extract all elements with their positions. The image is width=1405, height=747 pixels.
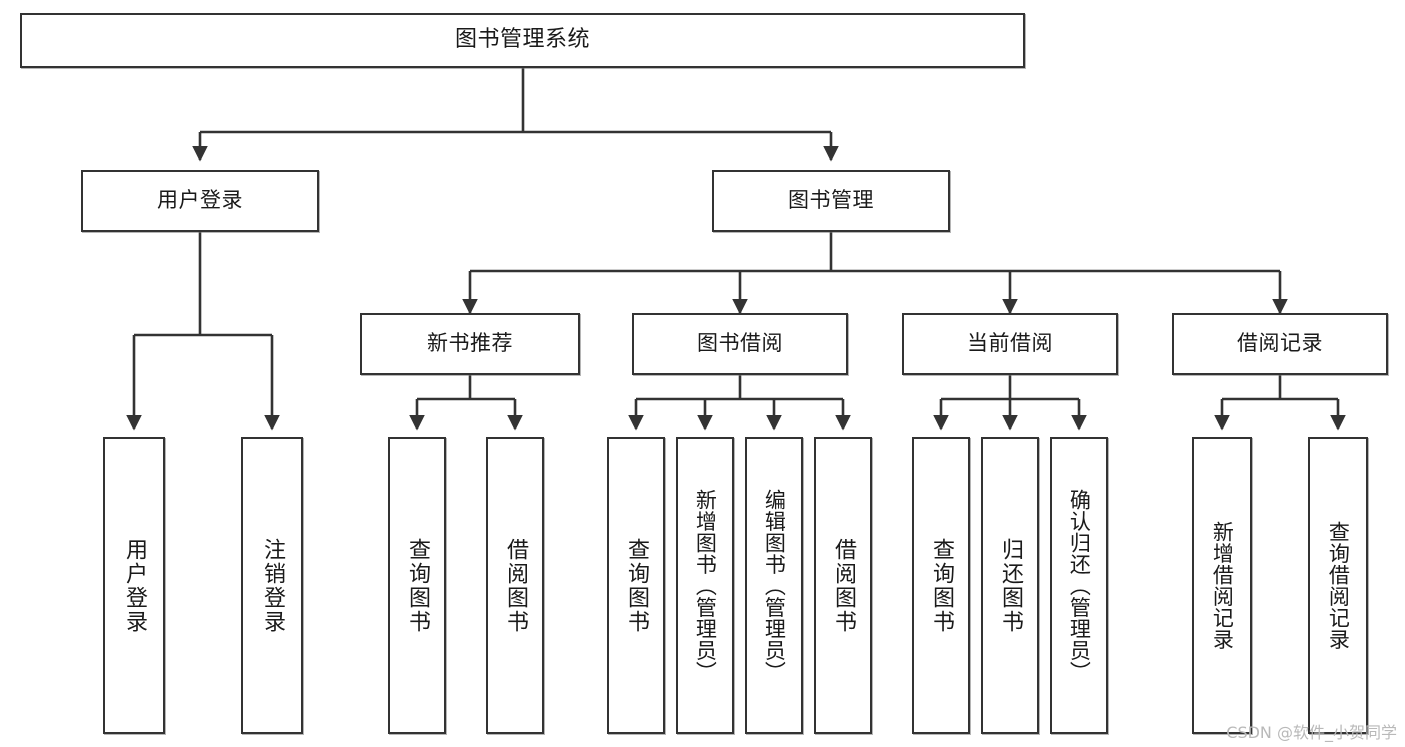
csdn-watermark: CSDN @软件_小贺同学 (1226, 723, 1397, 742)
node-current-borrow[interactable]: 当前借阅 (902, 313, 1118, 375)
node-leaf-borrow-book-2[interactable]: 借阅图书 (814, 437, 872, 734)
node-leaf-borrow-book-2-label: 借阅图书 (830, 537, 856, 634)
node-leaf-query-book-2-label: 查询图书 (623, 537, 649, 634)
node-new-book-recommend[interactable]: 新书推荐 (360, 313, 580, 375)
node-leaf-query-book-1-label: 查询图书 (404, 537, 430, 634)
node-leaf-add-borrow-record-label: 新增借阅记录 (1210, 521, 1235, 650)
node-leaf-query-book-3[interactable]: 查询图书 (912, 437, 970, 734)
node-leaf-logout-label: 注销登录 (259, 537, 285, 634)
node-book-management-label: 图书管理 (788, 188, 874, 213)
node-leaf-edit-book-admin-label: 编辑图书（管理员） (762, 488, 787, 683)
node-new-book-recommend-label: 新书推荐 (427, 331, 513, 356)
node-leaf-query-borrow-record[interactable]: 查询借阅记录 (1308, 437, 1368, 734)
node-leaf-confirm-return-admin-label: 确认归还（管理员） (1067, 488, 1092, 683)
node-user-login-label: 用户登录 (157, 188, 243, 213)
node-leaf-add-borrow-record[interactable]: 新增借阅记录 (1192, 437, 1252, 734)
node-leaf-query-book-1[interactable]: 查询图书 (388, 437, 446, 734)
node-borrow-records-label: 借阅记录 (1237, 331, 1323, 356)
node-leaf-return-book[interactable]: 归还图书 (981, 437, 1039, 734)
node-leaf-user-login[interactable]: 用户登录 (103, 437, 165, 734)
node-leaf-query-book-3-label: 查询图书 (928, 537, 954, 634)
node-leaf-query-borrow-record-label: 查询借阅记录 (1326, 521, 1351, 650)
node-user-login[interactable]: 用户登录 (81, 170, 319, 232)
node-book-management[interactable]: 图书管理 (712, 170, 950, 232)
node-leaf-add-book-admin-label: 新增图书（管理员） (693, 488, 718, 683)
node-borrow-records[interactable]: 借阅记录 (1172, 313, 1388, 375)
node-leaf-query-book-2[interactable]: 查询图书 (607, 437, 665, 734)
node-root[interactable]: 图书管理系统 (20, 13, 1025, 68)
node-leaf-borrow-book-1-label: 借阅图书 (502, 537, 528, 634)
node-book-borrow[interactable]: 图书借阅 (632, 313, 848, 375)
node-leaf-add-book-admin[interactable]: 新增图书（管理员） (676, 437, 734, 734)
node-root-label: 图书管理系统 (454, 27, 590, 53)
node-current-borrow-label: 当前借阅 (967, 331, 1053, 356)
node-leaf-return-book-label: 归还图书 (997, 537, 1023, 634)
node-book-borrow-label: 图书借阅 (697, 331, 783, 356)
node-leaf-borrow-book-1[interactable]: 借阅图书 (486, 437, 544, 734)
node-leaf-confirm-return-admin[interactable]: 确认归还（管理员） (1050, 437, 1108, 734)
node-leaf-edit-book-admin[interactable]: 编辑图书（管理员） (745, 437, 803, 734)
node-leaf-logout[interactable]: 注销登录 (241, 437, 303, 734)
node-leaf-user-login-label: 用户登录 (121, 537, 147, 634)
